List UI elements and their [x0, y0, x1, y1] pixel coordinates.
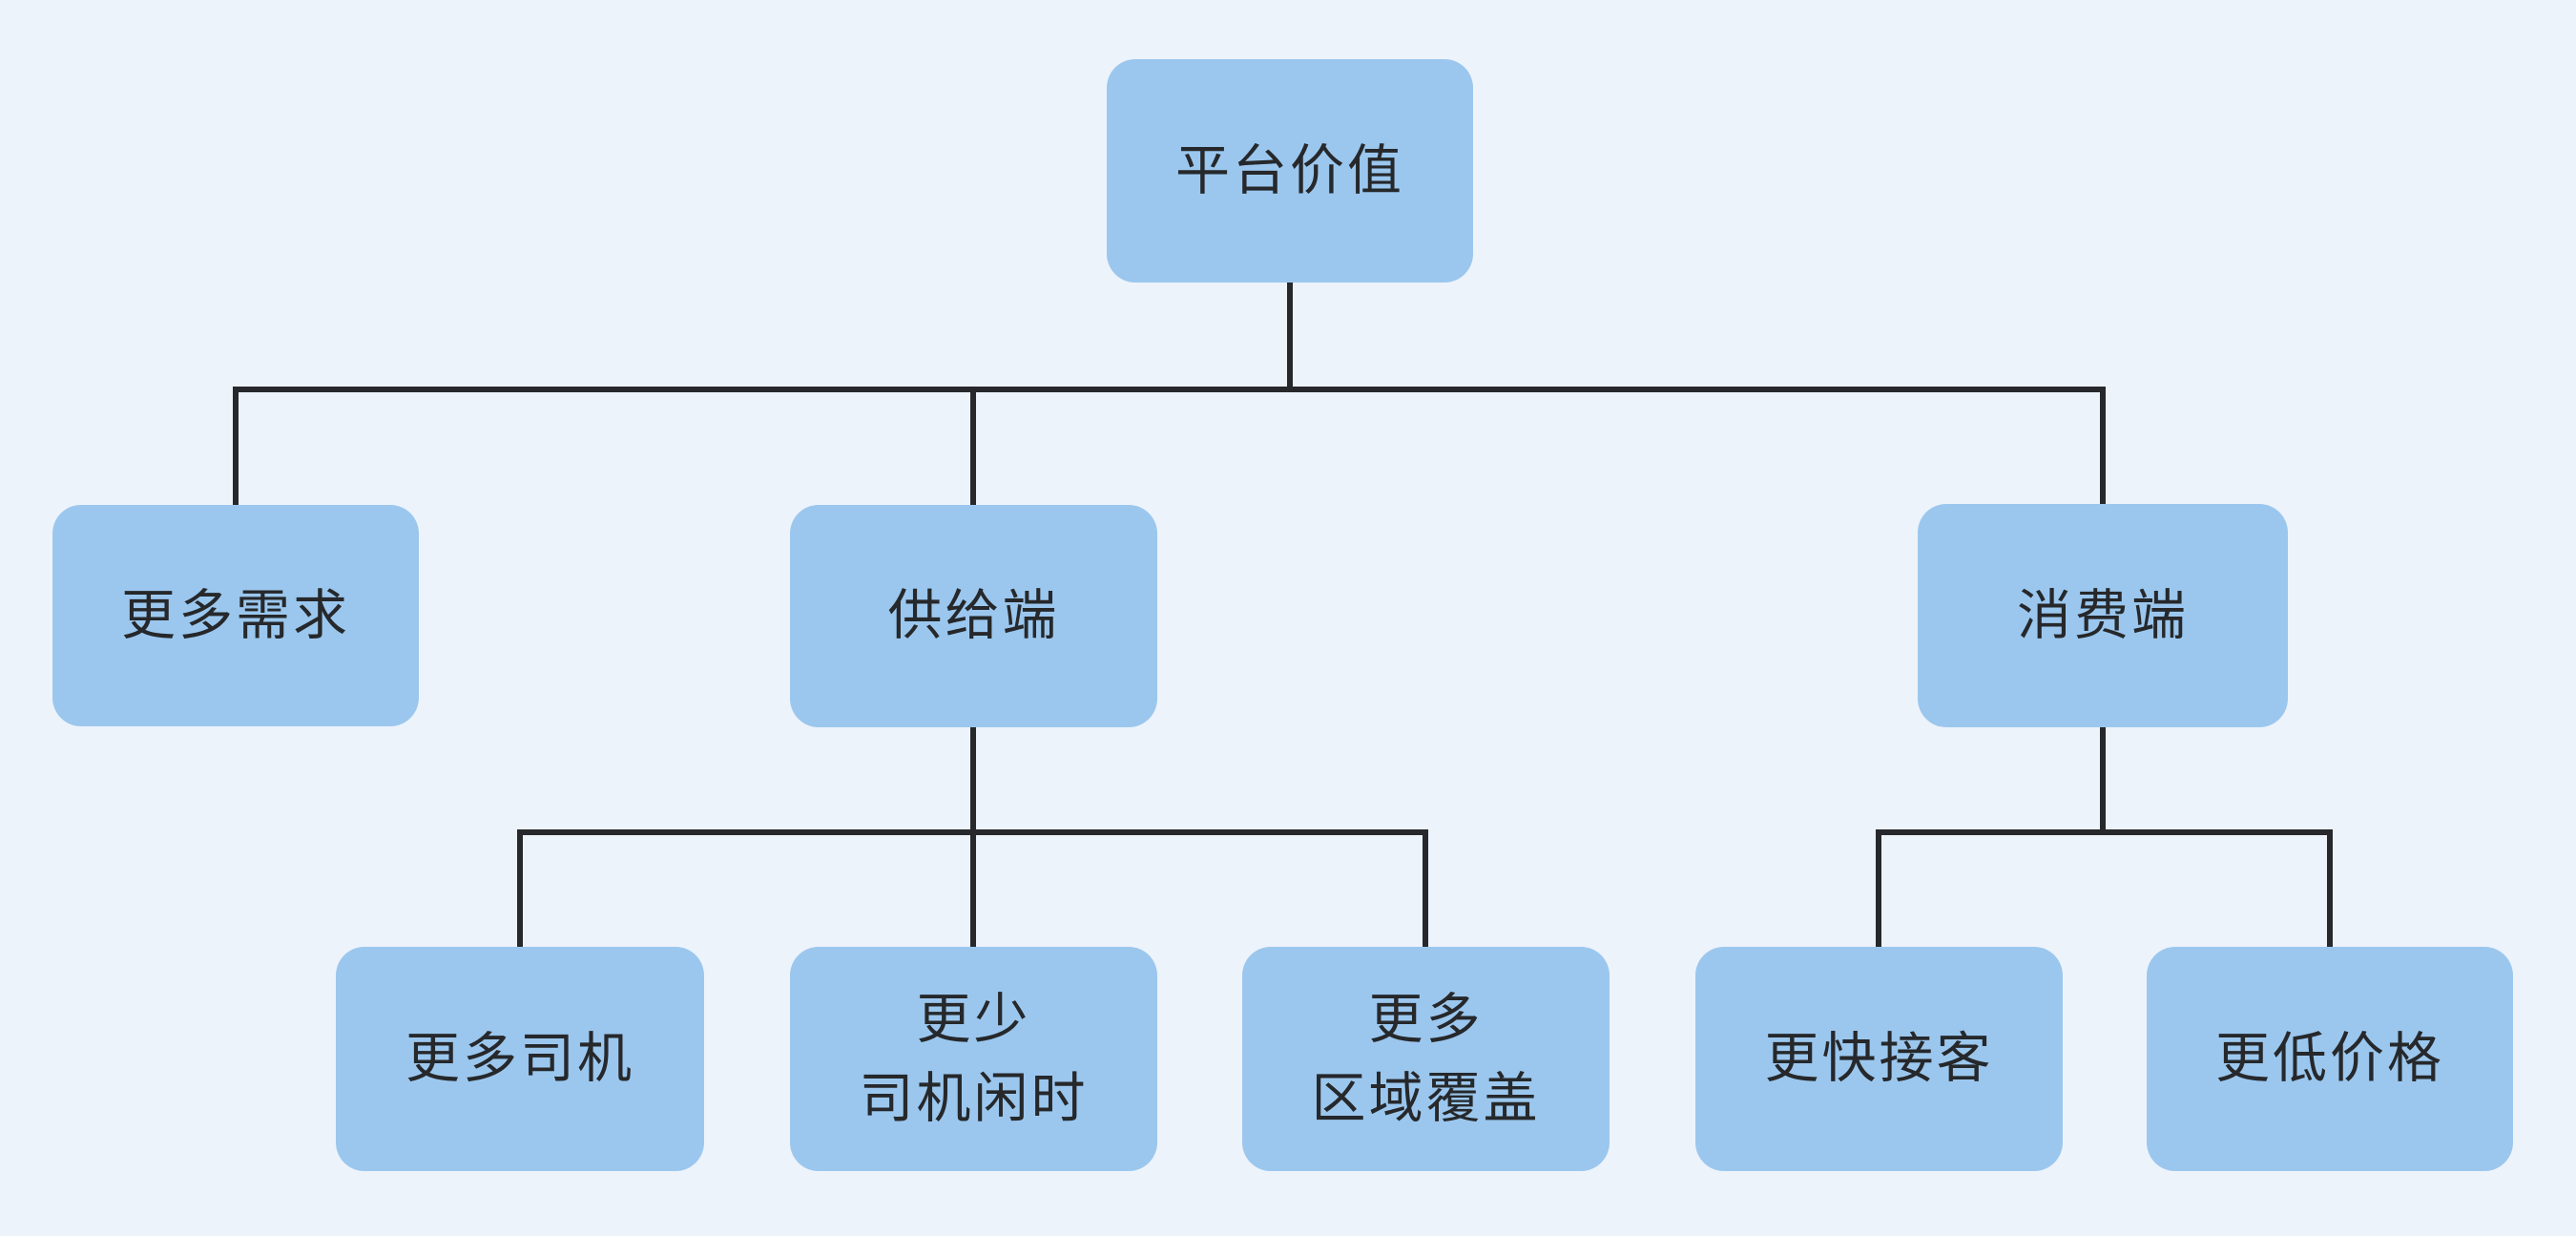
- node-faster-pickup: 更快接客: [1695, 947, 2063, 1171]
- connector-root-branch: [233, 280, 2106, 512]
- node-supply-side: 供给端: [790, 505, 1157, 727]
- node-less-driver-idle-time: 更少 司机闲时: [790, 947, 1157, 1171]
- connector-supply-branch: [517, 724, 1428, 953]
- connector-consumer-branch: [1876, 724, 2333, 953]
- node-lower-price: 更低价格: [2147, 947, 2513, 1171]
- node-consumer-side: 消费端: [1918, 504, 2288, 727]
- node-more-drivers: 更多司机: [336, 947, 704, 1171]
- node-more-area-coverage: 更多 区域覆盖: [1242, 947, 1610, 1171]
- node-more-demand: 更多需求: [52, 505, 419, 726]
- node-platform-value: 平台价值: [1107, 59, 1473, 283]
